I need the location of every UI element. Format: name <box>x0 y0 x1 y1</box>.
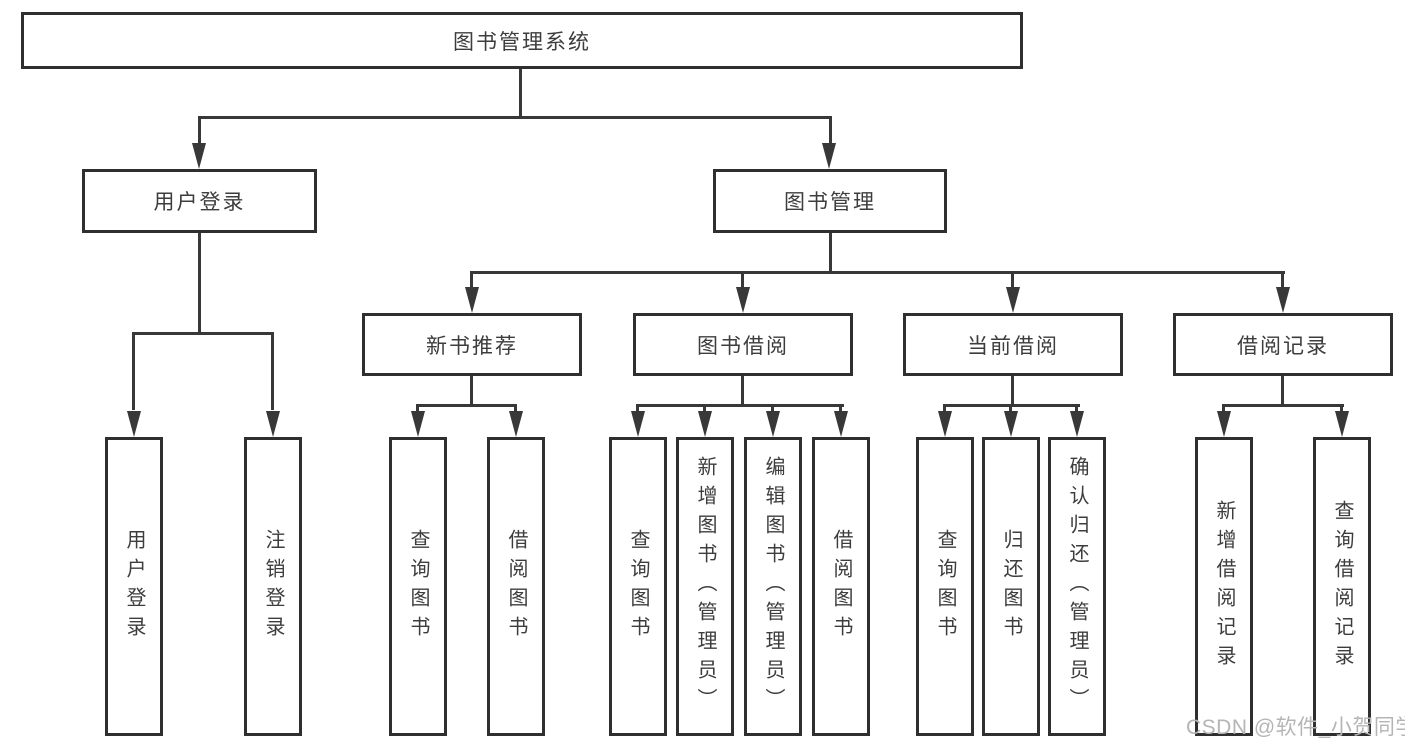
arrowhead-logout-leaf <box>266 411 280 437</box>
node-label: 查询图书 <box>407 528 429 645</box>
connector-drop-logout-leaf <box>271 332 274 410</box>
arrowhead-cb-confirm <box>1070 411 1084 437</box>
node-label: 查询图书 <box>627 528 649 645</box>
connector-user-login-stem <box>198 233 201 334</box>
connector-br-stem <box>1281 376 1284 406</box>
connector-root-stem <box>519 68 522 118</box>
arrowhead-borrow-record <box>1276 287 1290 313</box>
connector-bb-stem <box>741 376 744 406</box>
connector-nbr-drop2 <box>514 404 517 412</box>
connector-drop-borrow-record <box>1281 271 1284 287</box>
leaf-nbr-query-books: 查询图书 <box>389 437 447 736</box>
node-label: 用户登录 <box>123 528 145 645</box>
leaf-cb-query-books: 查询图书 <box>916 437 974 736</box>
node-label: 查询借阅记录 <box>1331 499 1353 674</box>
arrowhead-bb-edit <box>766 411 780 437</box>
arrowhead-br-query <box>1335 411 1349 437</box>
node-label: 新书推荐 <box>426 334 518 358</box>
connector-cb-stem <box>1011 376 1014 406</box>
connector-cb-drop3 <box>1075 404 1078 412</box>
connector-bb-drop1 <box>636 404 639 412</box>
connector-cb-drop2 <box>1009 404 1012 412</box>
connector-nbr-drop1 <box>416 404 419 412</box>
node-label: 借阅记录 <box>1237 334 1329 358</box>
connector-drop-user-login <box>198 116 201 146</box>
arrowhead-user-login <box>192 143 206 169</box>
arrowhead-login-leaf <box>127 411 141 437</box>
connector-drop-new-book <box>470 271 473 287</box>
arrowhead-cb-query <box>938 411 952 437</box>
connector-bb-branch <box>636 404 844 407</box>
node-label: 新增图书（管理员） <box>694 456 716 717</box>
connector-drop-current-borrow <box>1011 271 1014 287</box>
arrowhead-cb-return <box>1004 411 1018 437</box>
node-book-borrow: 图书借阅 <box>633 313 853 376</box>
connector-level2-branch <box>470 271 1285 274</box>
connector-bb-drop3 <box>771 404 774 412</box>
node-label: 借阅图书 <box>505 528 527 645</box>
connector-user-login-branch <box>132 332 274 335</box>
leaf-cb-return-books: 归还图书 <box>982 437 1040 736</box>
csdn-watermark: CSDN @软件_小贺同学 <box>1186 716 1405 739</box>
connector-drop-book-borrow <box>741 271 744 287</box>
leaf-br-add-record: 新增借阅记录 <box>1195 437 1253 736</box>
leaf-logout: 注销登录 <box>244 437 302 736</box>
arrowhead-nbr-query <box>411 411 425 437</box>
node-borrow-records: 借阅记录 <box>1173 313 1393 376</box>
connector-br-drop2 <box>1340 404 1343 412</box>
node-label: 确认归还（管理员） <box>1066 456 1088 717</box>
node-label: 新增借阅记录 <box>1213 499 1235 674</box>
node-label: 图书管理 <box>784 191 876 214</box>
connector-nbr-stem <box>470 376 473 406</box>
connector-drop-login-leaf <box>132 332 135 410</box>
leaf-cb-confirm-return-admin: 确认归还（管理员） <box>1048 437 1106 736</box>
arrowhead-bb-add <box>698 411 712 437</box>
connector-br-drop1 <box>1222 404 1225 412</box>
leaf-bb-add-books-admin: 新增图书（管理员） <box>676 437 734 736</box>
arrowhead-current-borrow <box>1006 287 1020 313</box>
node-label: 编辑图书（管理员） <box>762 456 784 717</box>
arrowhead-book-mgmt <box>822 143 836 169</box>
node-user-login-branch: 用户登录 <box>82 169 317 233</box>
leaf-br-query-record: 查询借阅记录 <box>1313 437 1371 736</box>
node-current-borrow: 当前借阅 <box>903 313 1123 376</box>
arrowhead-book-borrow <box>736 287 750 313</box>
arrowhead-br-add <box>1217 411 1231 437</box>
node-new-book-recommend: 新书推荐 <box>362 313 582 376</box>
leaf-bb-edit-books-admin: 编辑图书（管理员） <box>744 437 802 736</box>
leaf-bb-borrow-books: 借阅图书 <box>812 437 870 736</box>
node-label: 用户登录 <box>153 191 246 214</box>
connector-bb-drop4 <box>839 404 842 412</box>
arrowhead-nbr-borrow <box>509 411 523 437</box>
arrowhead-bb-query <box>631 411 645 437</box>
leaf-nbr-borrow-books: 借阅图书 <box>487 437 545 736</box>
node-library-system-root: 图书管理系统 <box>21 12 1023 69</box>
node-label: 当前借阅 <box>967 334 1059 358</box>
node-label: 归还图书 <box>1000 528 1022 645</box>
arrowhead-new-book <box>465 287 479 313</box>
leaf-user-login: 用户登录 <box>105 437 163 736</box>
connector-level1-branch <box>198 116 832 119</box>
node-book-management: 图书管理 <box>713 169 947 233</box>
connector-drop-book-mgmt <box>829 116 832 146</box>
node-label: 借阅图书 <box>830 528 852 645</box>
connector-cb-drop1 <box>943 404 946 412</box>
arrowhead-bb-borrow <box>834 411 848 437</box>
leaf-bb-query-books: 查询图书 <box>609 437 667 736</box>
connector-br-branch <box>1222 404 1344 407</box>
node-label: 查询图书 <box>934 528 956 645</box>
node-label: 图书借阅 <box>697 334 789 358</box>
node-label: 注销登录 <box>262 528 284 645</box>
connector-bb-drop2 <box>703 404 706 412</box>
node-label: 图书管理系统 <box>453 30 591 54</box>
connector-nbr-branch <box>416 404 517 407</box>
connector-book-mgmt-stem <box>829 233 832 274</box>
